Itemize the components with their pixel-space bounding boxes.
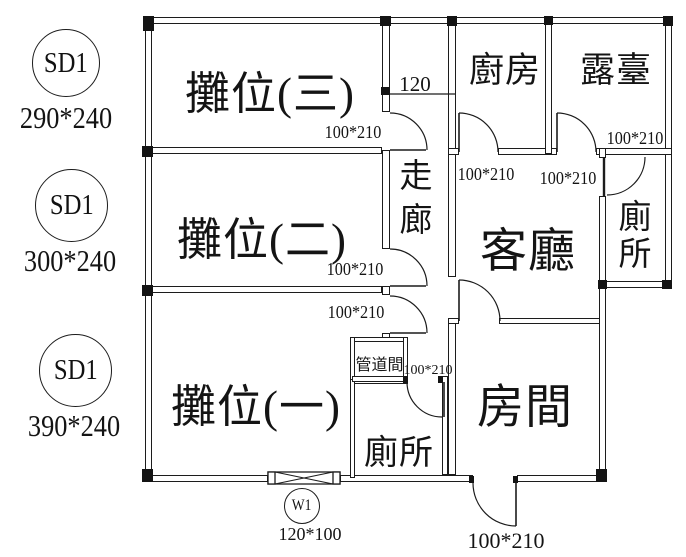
- room-label-stall3: 攤位(三): [185, 69, 355, 119]
- wall-toilet-bottom-right: [442, 376, 448, 475]
- room-label-toilet-bottom: 廁所: [364, 435, 434, 472]
- window-tag-size: 120*100: [278, 524, 342, 544]
- room-label-bedroom: 房間: [477, 382, 573, 434]
- toilet-right-door-arc: [606, 156, 646, 196]
- room-label-corridor: 走廊: [399, 159, 433, 239]
- dim-stall1-door: 100*210: [327, 302, 385, 322]
- toilet-bottom-door-arc: [406, 381, 443, 418]
- window-tag-code: W1: [292, 497, 312, 514]
- entry-door-arc: [472, 482, 517, 527]
- wall-corridor-left-2: [382, 150, 390, 249]
- room-label-pipe-duct: 管道間: [355, 357, 404, 374]
- stall1-door-arc: [389, 295, 428, 334]
- door-tag-code: SD1: [44, 46, 88, 79]
- room-label-kitchen: 廚房: [468, 51, 541, 90]
- wall-corridor-left-3: [382, 286, 390, 295]
- door-tag-bubble-1: SD1: [32, 29, 100, 97]
- door-tag-bubble-2: SD1: [35, 169, 108, 242]
- terrace-door-arc: [556, 112, 597, 153]
- dim-corridor-width: 120: [399, 72, 431, 96]
- room-label-toilet-right: 廁所: [618, 200, 652, 273]
- dim-toilet-bottom-door: 100*210: [403, 363, 453, 378]
- dim-entry-door: 100*210: [467, 528, 545, 553]
- door-jamb-marks: [403, 376, 518, 483]
- wall-duct-right: [403, 337, 408, 384]
- window-symbol: [267, 471, 341, 485]
- living-door-arc: [458, 279, 501, 322]
- room-label-terrace: 露臺: [579, 51, 652, 90]
- wall-junction-marks: [142, 16, 673, 482]
- stall3-door-arc: [389, 112, 428, 151]
- dim-stall2-door: 100*210: [326, 259, 384, 279]
- kitchen-door-arc: [458, 112, 499, 153]
- door-tag-size: 290*240: [19, 100, 113, 135]
- room-label-stall1: 攤位(一): [171, 382, 341, 432]
- dim-toilet-right-door: 100*210: [606, 128, 664, 148]
- dim-terrace-door: 100*210: [539, 168, 597, 188]
- window-tag-bubble: W1: [284, 488, 320, 524]
- door-leaves: [390, 113, 606, 526]
- door-tag-code: SD1: [53, 354, 98, 386]
- door-tag-size: 300*240: [23, 243, 117, 278]
- door-tag-code: SD1: [49, 189, 94, 221]
- room-label-living-room: 客廳: [480, 226, 576, 278]
- door-tag-bubble-3: SD1: [39, 334, 112, 407]
- dim-stall3-door: 100*210: [324, 122, 382, 142]
- door-swing-arcs: [389, 112, 646, 527]
- wall-toilet-right-stub: [599, 148, 606, 158]
- door-tag-size: 390*240: [27, 408, 121, 443]
- room-label-stall2: 攤位(二): [177, 215, 347, 265]
- stall2-door-arc: [389, 248, 428, 287]
- dim-kitchen-door: 100*210: [457, 164, 515, 184]
